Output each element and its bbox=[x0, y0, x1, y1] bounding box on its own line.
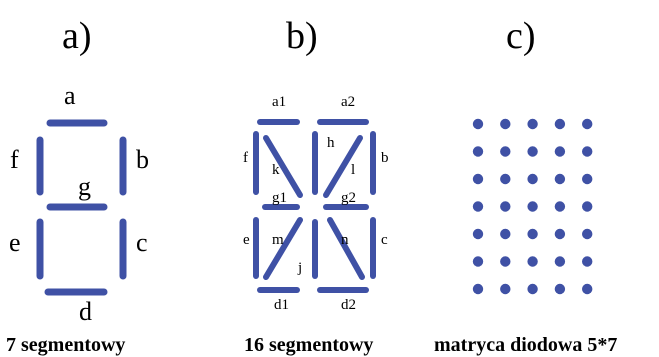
led-dot bbox=[582, 173, 593, 185]
led-dot bbox=[500, 201, 511, 212]
led-dot bbox=[527, 201, 538, 212]
led-dot bbox=[582, 228, 593, 240]
led-dot bbox=[472, 146, 484, 157]
panel-16-segment: b) a1 a2 b c d1 d2 e f g1 g2 h j k bbox=[243, 15, 389, 356]
segment-m bbox=[263, 217, 303, 280]
led-dot bbox=[527, 228, 538, 240]
led-dot bbox=[527, 146, 538, 157]
label-h: h bbox=[327, 135, 335, 151]
panel-7-segment: a) a b c d e f g 7 segmentowy bbox=[6, 15, 149, 356]
led-dot bbox=[554, 201, 566, 212]
led-dot bbox=[500, 283, 511, 295]
label-e: e bbox=[243, 232, 250, 248]
label-d1: d1 bbox=[274, 297, 289, 313]
led-dot bbox=[582, 256, 593, 267]
panel-a-title: a) bbox=[62, 15, 92, 57]
led-dot bbox=[472, 118, 484, 130]
panel-c-caption: matryca diodowa 5*7 bbox=[434, 334, 617, 356]
label-n: n bbox=[341, 232, 349, 248]
led-dot bbox=[582, 146, 593, 157]
label-d: d bbox=[79, 297, 92, 326]
panel-b-title: b) bbox=[286, 15, 318, 57]
label-k: k bbox=[272, 162, 280, 178]
led-dot bbox=[500, 118, 511, 130]
led-dot bbox=[500, 256, 511, 267]
label-a1: a1 bbox=[272, 94, 286, 110]
segment-k bbox=[263, 135, 303, 198]
led-dot bbox=[500, 173, 511, 185]
led-dot bbox=[472, 228, 484, 240]
label-a2: a2 bbox=[341, 94, 355, 110]
led-dot bbox=[527, 173, 538, 185]
label-b: b bbox=[381, 150, 389, 166]
led-dot bbox=[500, 146, 511, 157]
label-c: c bbox=[136, 228, 148, 257]
led-dot bbox=[554, 283, 566, 295]
led-dot bbox=[554, 173, 566, 185]
panel-led-matrix: c) matryca diodowa 5*7 bbox=[434, 15, 617, 356]
panel-c-title: c) bbox=[506, 15, 536, 57]
led-dot bbox=[472, 283, 484, 295]
led-dot bbox=[582, 201, 593, 212]
label-f: f bbox=[243, 150, 248, 166]
led-dot bbox=[554, 146, 566, 157]
label-e: e bbox=[9, 228, 21, 257]
label-g: g bbox=[78, 172, 91, 201]
label-g2: g2 bbox=[341, 190, 356, 206]
label-b: b bbox=[136, 145, 149, 174]
led-dot bbox=[500, 228, 511, 240]
led-dot bbox=[554, 228, 566, 240]
led-dot bbox=[554, 118, 566, 130]
label-m: m bbox=[272, 232, 284, 248]
label-g1: g1 bbox=[272, 190, 287, 206]
led-dot bbox=[582, 118, 593, 130]
led-dot bbox=[554, 256, 566, 267]
label-l: l bbox=[351, 162, 355, 178]
led-dot bbox=[472, 173, 484, 185]
led-dot bbox=[582, 283, 593, 295]
panel-a-caption: 7 segmentowy bbox=[6, 334, 125, 356]
led-dot bbox=[472, 256, 484, 267]
led-dot-matrix bbox=[472, 118, 593, 295]
label-c: c bbox=[381, 232, 388, 248]
led-dot bbox=[527, 118, 538, 130]
segment-l bbox=[323, 135, 363, 198]
led-dot bbox=[527, 283, 538, 295]
label-f: f bbox=[10, 145, 19, 174]
label-d2: d2 bbox=[341, 297, 356, 313]
label-a: a bbox=[64, 81, 76, 110]
segment-n bbox=[327, 217, 365, 280]
led-dot bbox=[527, 256, 538, 267]
panel-b-caption: 16 segmentowy bbox=[244, 334, 373, 356]
led-dot bbox=[472, 201, 484, 212]
label-j: j bbox=[297, 260, 302, 276]
